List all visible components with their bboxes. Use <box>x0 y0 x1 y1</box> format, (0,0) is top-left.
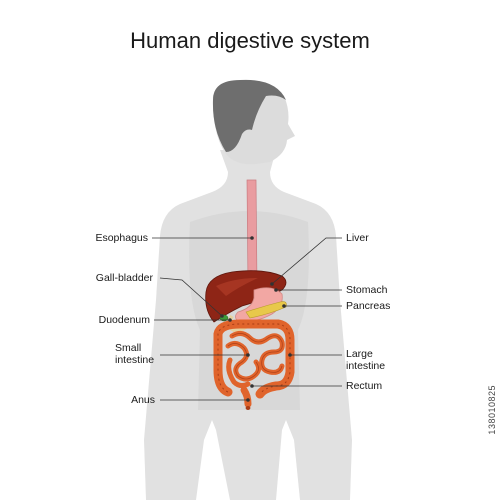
label-anus: Anus <box>131 394 155 406</box>
liver-highlight <box>216 278 258 296</box>
leader-gallbladder <box>159 277 223 317</box>
label-rectum: Rectum <box>346 380 383 392</box>
leader-liver <box>271 237 342 285</box>
label-small-intestine: Small intestine <box>115 342 154 366</box>
label-small-intestine-line1: Small <box>115 342 142 354</box>
label-large-intestine-line1: Large <box>346 348 373 360</box>
label-pancreas: Pancreas <box>346 300 391 312</box>
label-stomach: Stomach <box>346 284 388 296</box>
pancreas-organ <box>245 301 287 319</box>
label-large-intestine-line2: intestine <box>346 360 386 372</box>
stock-id-watermark: 138010825 <box>487 385 497 435</box>
label-large-intestine: Large intestine <box>346 348 385 372</box>
rectum-organ <box>240 386 252 408</box>
small-intestine-shading <box>227 333 283 380</box>
label-small-intestine-line2: intestine <box>115 354 155 366</box>
label-liver: Liver <box>346 232 369 244</box>
anus-marker <box>245 406 251 410</box>
label-duodenum: Duodenum <box>98 314 150 326</box>
diagram-title: Human digestive system <box>130 28 370 53</box>
label-esophagus: Esophagus <box>95 232 148 244</box>
leader-lines <box>152 236 342 402</box>
label-gallbladder: Gall-bladder <box>95 272 153 284</box>
hair <box>212 79 286 152</box>
